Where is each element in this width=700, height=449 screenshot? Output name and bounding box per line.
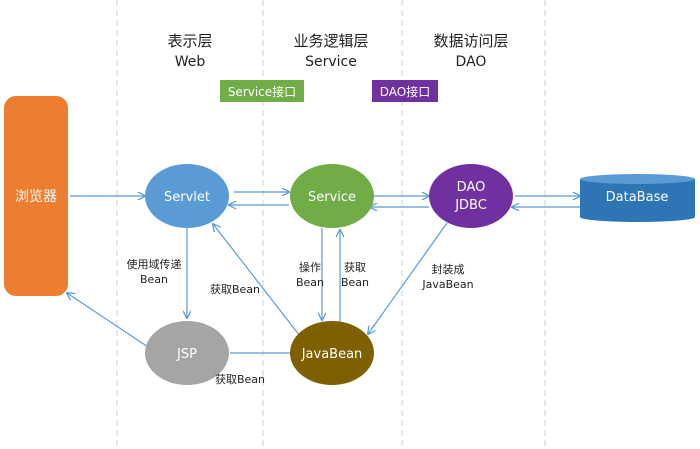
label-wrap-2: JavaBean	[421, 278, 473, 291]
service-interface-tag	[220, 80, 304, 102]
jsp-label: JSP	[176, 347, 197, 362]
service-label: Service	[308, 190, 356, 205]
layer-title-dao: 数据访问层	[433, 32, 508, 50]
service-interface-label: Service接口	[228, 84, 296, 99]
servlet-label: Servlet	[164, 190, 210, 205]
dao-node	[429, 164, 513, 228]
layer-dividers	[116, 0, 546, 449]
label-get-bean-jsp: 获取Bean	[215, 373, 265, 386]
label-get-1: 获取	[344, 261, 366, 274]
servlet-node	[145, 164, 229, 228]
label-get-bean-servlet: 获取Bean	[210, 283, 260, 296]
dao-label-line1: DAO	[457, 180, 486, 195]
browser-label: 浏览器	[15, 189, 57, 205]
layer-subtitle-dao: DAO	[456, 54, 487, 70]
layer-subtitle-web: Web	[175, 54, 206, 70]
layer-title-web: 表示层	[167, 32, 212, 50]
label-get-2: Bean	[341, 276, 369, 289]
layer-subtitle-service: Service	[305, 54, 357, 70]
browser-node	[4, 96, 68, 296]
jsp-node	[145, 321, 229, 385]
dao-interface-label: DAO接口	[380, 84, 430, 99]
javabean-label: JavaBean	[301, 347, 363, 362]
label-operate-1: 操作	[299, 260, 321, 274]
label-operate-2: Bean	[296, 276, 324, 289]
dao-interface-tag	[372, 80, 438, 102]
arrows	[67, 192, 585, 354]
dao-label-line2: JDBC	[454, 198, 487, 213]
label-domain-transfer-2: Bean	[140, 273, 168, 286]
javabean-node	[290, 321, 374, 385]
arrow-dao-javabean	[368, 222, 448, 334]
layer-title-service: 业务逻辑层	[293, 32, 368, 50]
arrow-javabean-servlet	[213, 224, 301, 337]
label-wrap-1: 封装成	[432, 262, 465, 276]
database-node	[580, 174, 695, 222]
database-label: DataBase	[606, 190, 669, 205]
arrow-jsp-browser	[67, 293, 149, 348]
service-node	[290, 164, 374, 228]
label-domain-transfer-1: 使用域传递	[127, 257, 182, 271]
